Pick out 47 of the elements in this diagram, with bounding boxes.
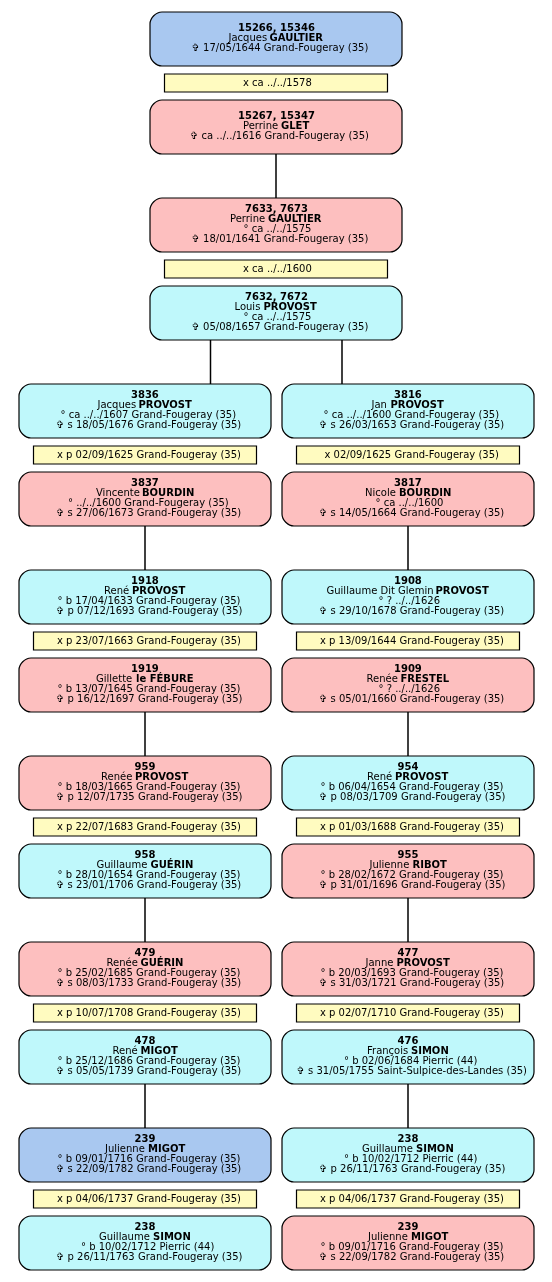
node-box: 954 René PROVOST ° b 06/04/1654 Grand-Fougeray (35) ✞ p 08/03/1709 Grand-Fougeray (35): [280, 755, 535, 811]
connector: [143, 1083, 146, 1129]
node-box: x 02/09/1625 Grand-Fougeray (35): [295, 445, 520, 465]
node-box: x p 02/07/1710 Grand-Fougeray (35): [295, 1003, 520, 1023]
node-box: 1909 Renée FRESTEL ° ? ../../1626 ✞ s 05/01/1660 Grand-Fougeray (35): [280, 657, 535, 713]
node-box: 1919 Gillette le FÉBURE ° b 13/07/1645 Grand-Fougeray (35) ✞ p 16/12/1697 Grand-Fougeray (35): [17, 657, 272, 713]
node-box: x ca ../../1600: [163, 259, 388, 279]
connector: [406, 525, 409, 571]
node-box: 238 Guillaume SIMON ° b 10/02/1712 Pierric (44) ✞ p 26/11/1763 Grand-Fougeray (35): [280, 1127, 535, 1183]
node-box: 3837 Vincente BOURDIN ° ../../1600 Grand-Fougeray (35) ✞ s 27/06/1673 Grand-Fougeray (35): [17, 471, 272, 527]
node-box: 478 René MIGOT ° b 25/12/1686 Grand-Fougeray (35) ✞ s 05/05/1739 Grand-Fougeray (35): [17, 1029, 272, 1085]
node-box: x p 10/07/1708 Grand-Fougeray (35): [32, 1003, 257, 1023]
connector: [143, 897, 146, 943]
node-box: 239 Julienne MIGOT ° b 09/01/1716 Grand-Fougeray (35) ✞ s 22/09/1782 Grand-Fougeray (35): [280, 1215, 535, 1271]
node-box: 1908 Guillaume Dit Glemin PROVOST ° ? ../../1626 ✞ s 29/10/1678 Grand-Fougeray (35): [280, 569, 535, 625]
connector: [143, 711, 146, 757]
node-box: x p 04/06/1737 Grand-Fougeray (35): [32, 1189, 257, 1209]
connector: [340, 339, 343, 385]
node-box: 3836 Jacques PROVOST ° ca ../../1607 Grand-Fougeray (35) ✞ s 18/05/1676 Grand-Fougeray (35): [17, 383, 272, 439]
node-box: 239 Julienne MIGOT ° b 09/01/1716 Grand-Fougeray (35) ✞ s 22/09/1782 Grand-Fougeray (35): [17, 1127, 272, 1183]
node-box: x p 04/06/1737 Grand-Fougeray (35): [295, 1189, 520, 1209]
node-box: 477 Janne PROVOST ° b 20/03/1693 Grand-Fougeray (35) ✞ s 31/03/1721 Grand-Fougeray (35): [280, 941, 535, 997]
node-box: x p 23/07/1663 Grand-Fougeray (35): [32, 631, 257, 651]
node-box: 479 Renée GUÉRIN ° b 25/02/1685 Grand-Fougeray (35) ✞ s 08/03/1733 Grand-Fougeray (35): [17, 941, 272, 997]
node-box: 955 Julienne RIBOT ° b 28/02/1672 Grand-Fougeray (35) ✞ p 31/01/1696 Grand-Fougeray (35): [280, 843, 535, 899]
node-box: 15266, 15346 Jacques GAULTIER ✞ 17/05/1644 Grand-Fougeray (35): [148, 11, 403, 67]
connector: [406, 711, 409, 757]
node-box: x p 02/09/1625 Grand-Fougeray (35): [32, 445, 257, 465]
connector: [406, 897, 409, 943]
node-box: 476 François SIMON ° b 02/06/1684 Pierric (44) ✞ s 31/05/1755 Saint-Sulpice-des-Landes (35): [280, 1029, 535, 1085]
node-box: x p 13/09/1644 Grand-Fougeray (35): [295, 631, 520, 651]
node-box: x ca ../../1578: [163, 73, 388, 93]
connector: [406, 1083, 409, 1129]
connector: [143, 525, 146, 571]
node-box: x p 22/07/1683 Grand-Fougeray (35): [32, 817, 257, 837]
connector: [274, 153, 277, 199]
node-box: x p 01/03/1688 Grand-Fougeray (35): [295, 817, 520, 837]
connector: [209, 339, 211, 385]
node-box: 959 Renée PROVOST ° b 18/03/1665 Grand-Fougeray (35) ✞ p 12/07/1735 Grand-Fougeray (35): [17, 755, 272, 811]
node-box: 3817 Nicole BOURDIN ° ca ../../1600 ✞ s 14/05/1664 Grand-Fougeray (35): [280, 471, 535, 527]
node-box: 1918 René PROVOST ° b 17/04/1633 Grand-Fougeray (35) ✞ p 07/12/1693 Grand-Fougeray (35): [17, 569, 272, 625]
node-box: 15267, 15347 Perrine GLET ✞ ca ../../1616 Grand-Fougeray (35): [148, 99, 403, 155]
node-box: 958 Guillaume GUÉRIN ° b 28/10/1654 Grand-Fougeray (35) ✞ s 23/01/1706 Grand-Fougeray (35): [17, 843, 272, 899]
node-box: 3816 Jan PROVOST ° ca ../../1600 Grand-Fougeray (35) ✞ s 26/03/1653 Grand-Fougeray (35): [280, 383, 535, 439]
node-box: 238 Guillaume SIMON ° b 10/02/1712 Pierric (44) ✞ p 26/11/1763 Grand-Fougeray (35): [17, 1215, 272, 1271]
node-box: 7632, 7672 Louis PROVOST ° ca ../../1575 ✞ 05/08/1657 Grand-Fougeray (35): [148, 285, 403, 341]
node-box: 7633, 7673 Perrine GAULTIER ° ca ../../1575 ✞ 18/01/1641 Grand-Fougeray (35): [148, 197, 403, 253]
